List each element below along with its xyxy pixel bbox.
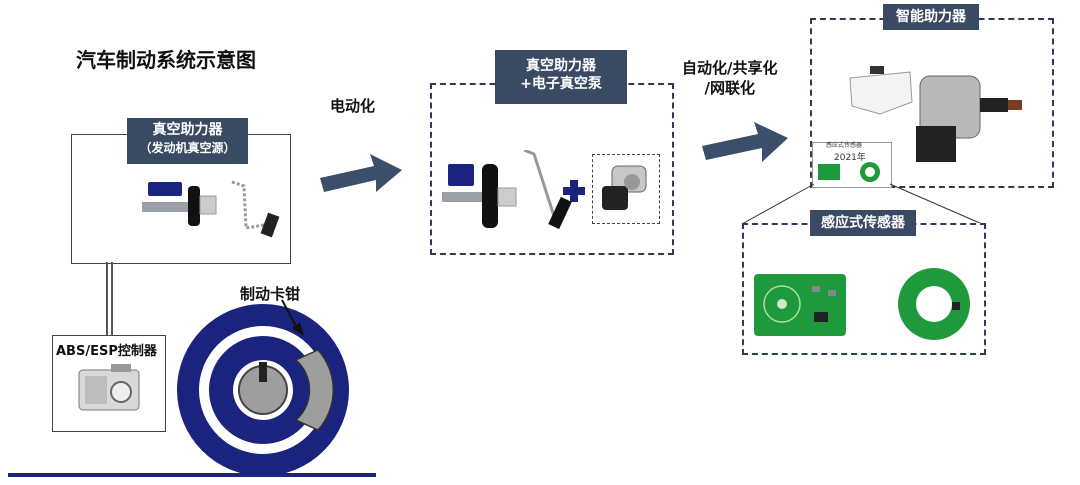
transition1-label: 电动化 bbox=[330, 97, 376, 115]
abs-label: ABS/ESP控制器 bbox=[56, 344, 157, 359]
stage1-label: 真空助力器 （发动机真空源） bbox=[127, 118, 248, 164]
ring-sensor-icon bbox=[898, 268, 970, 340]
abs-unit-icon bbox=[78, 364, 140, 411]
stage3-inset-sensors-icon bbox=[818, 162, 880, 182]
arrow-1 bbox=[320, 154, 402, 192]
ground-line bbox=[8, 473, 376, 477]
transition2-label-line2: /网联化 bbox=[704, 79, 755, 97]
caliper-pointer-arrow bbox=[281, 299, 304, 336]
arrow-2 bbox=[702, 122, 788, 162]
stage1-label-line2: （发动机真空源） bbox=[139, 141, 236, 155]
evp-inset bbox=[592, 154, 660, 224]
caliper-label: 制动卡钳 bbox=[240, 285, 301, 303]
ibooster-illustration bbox=[849, 66, 1022, 162]
diagram-title: 汽车制动系统示意图 bbox=[76, 48, 256, 72]
abs-connector bbox=[106, 262, 113, 336]
stage2-label-line1: 真空助力器 bbox=[526, 58, 596, 74]
stage2-label-line2: +电子真空泵 bbox=[520, 76, 602, 92]
stage1-booster-illustration bbox=[142, 180, 280, 238]
stage1-label-line1: 真空助力器 bbox=[152, 122, 223, 138]
stage3-inset-caption: 感应式传感器 bbox=[826, 142, 863, 149]
zoom-lines bbox=[741, 183, 983, 225]
pcb-sensor-icon bbox=[754, 274, 846, 336]
sensor-zoom-label: 感应式传感器 bbox=[810, 210, 916, 236]
stage3-inset-year: 2021年 bbox=[834, 153, 866, 163]
electric-vacuum-pump-icon bbox=[602, 165, 647, 210]
stage2-booster-illustration bbox=[442, 150, 585, 230]
transition2-label: 自动化/共享化 /网联化 bbox=[682, 58, 777, 98]
stage3-label: 智能助力器 bbox=[883, 4, 979, 30]
transition2-label-line1: 自动化/共享化 bbox=[682, 59, 778, 77]
wheel-illustration bbox=[177, 304, 349, 476]
stage2-label: 真空助力器 +电子真空泵 bbox=[495, 50, 627, 104]
